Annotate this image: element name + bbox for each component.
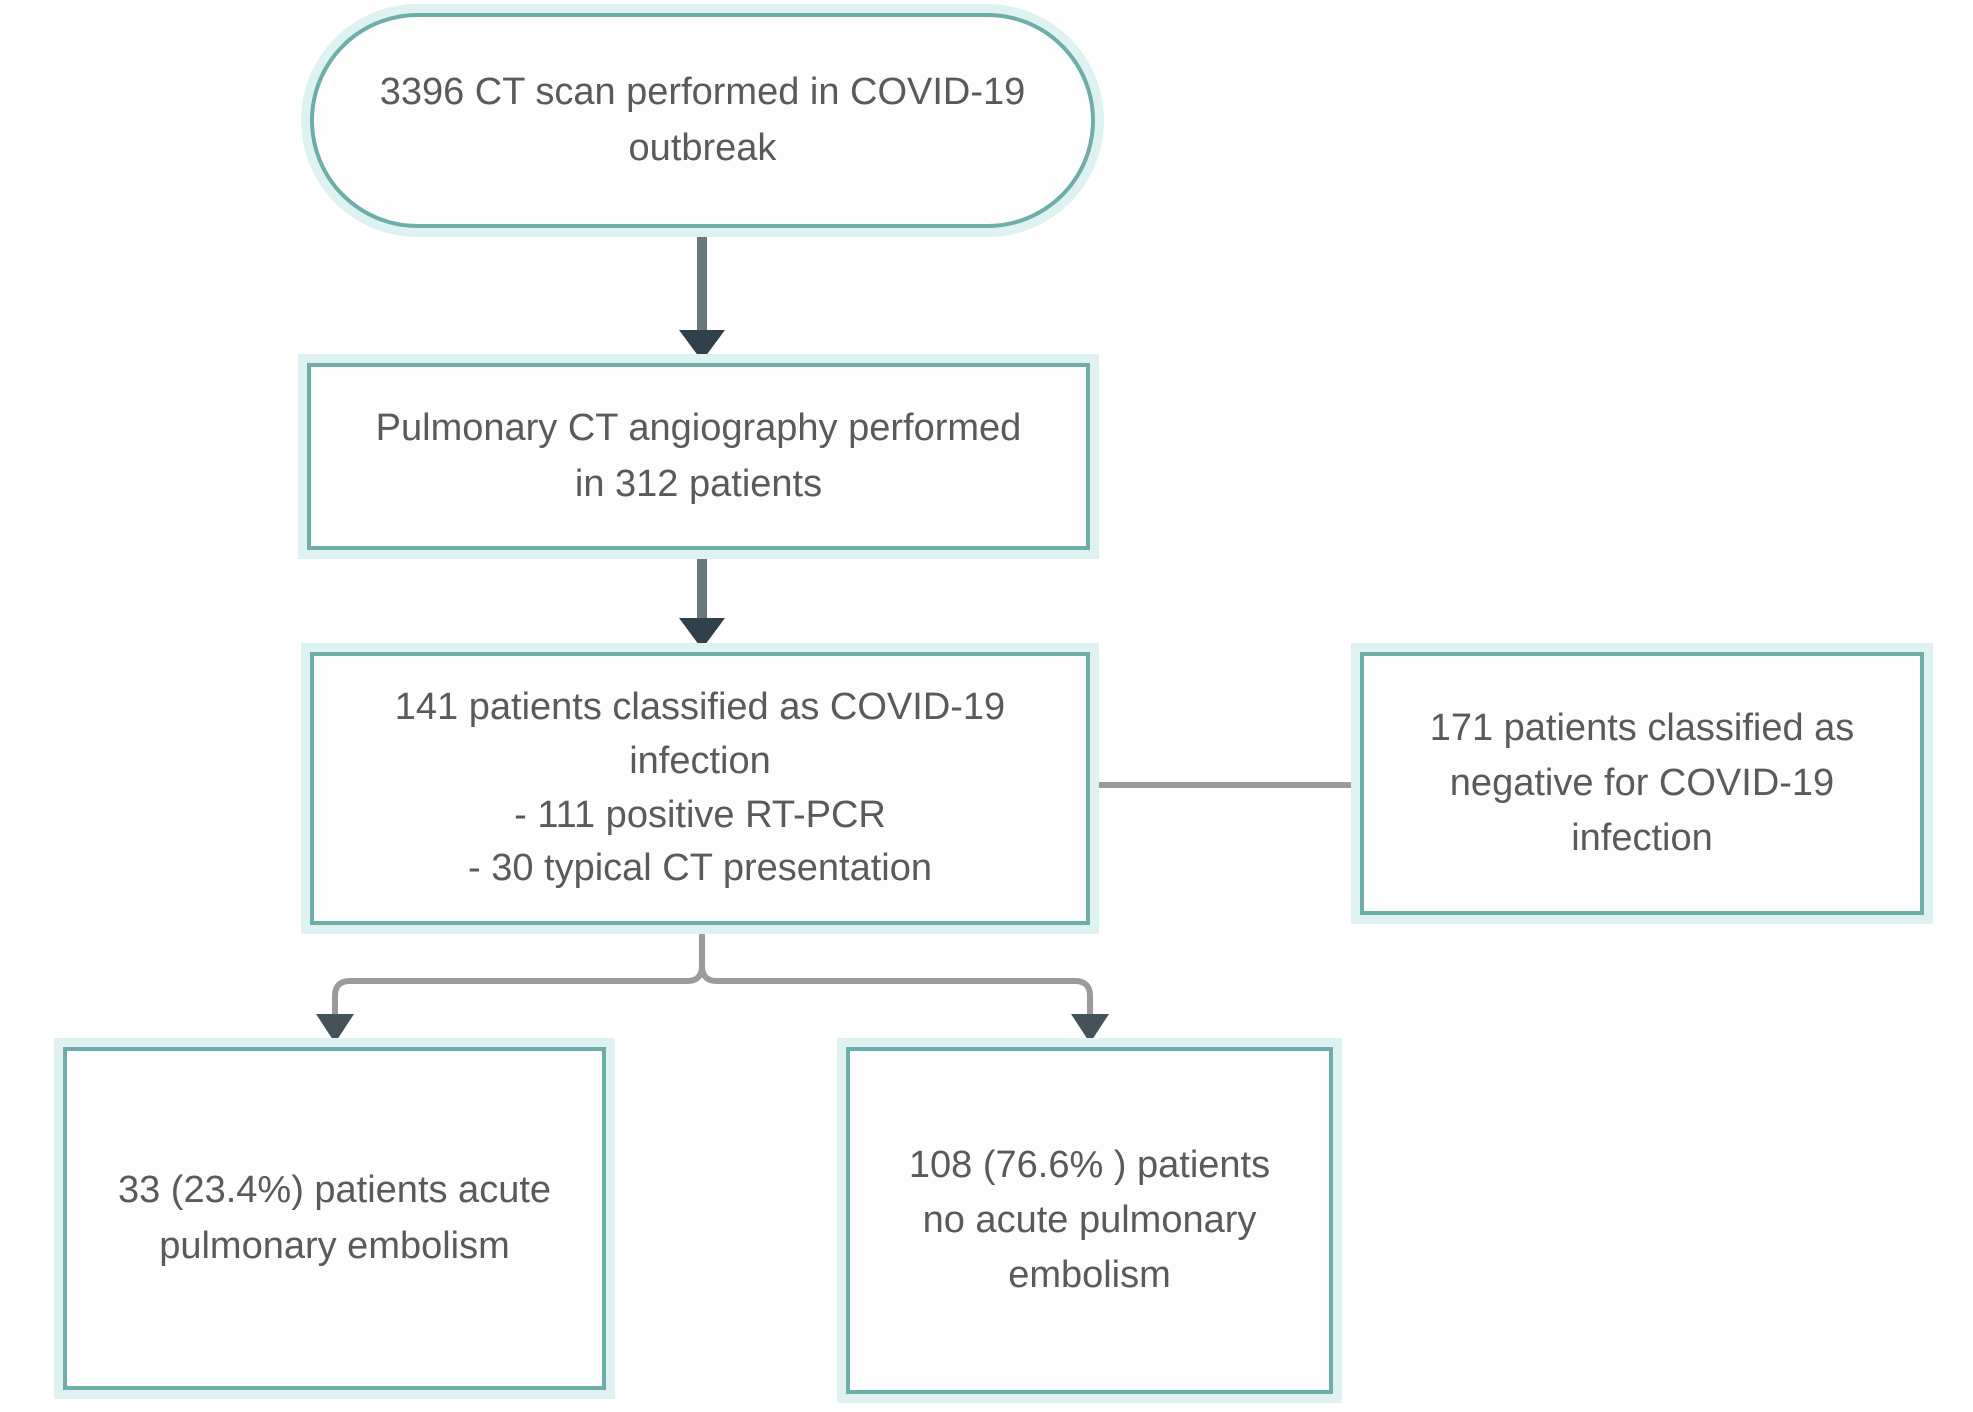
branch-covidpositive-to-noacutepe [699, 925, 1109, 1043]
arrow-ctscans-to-cta [679, 228, 725, 361]
node-covid-positive-text: 141 patients classified as COVID-19 infe… [394, 685, 1006, 890]
node-no-acute-pe-text: 108 (76.6% ) patients no acute pulmonary… [908, 1143, 1271, 1297]
arrow-cta-to-covidpositive [679, 550, 725, 649]
branch-covidpositive-to-acutepe [316, 925, 705, 1043]
node-covid-negative: 171 patients classified as negative for … [1360, 652, 1924, 915]
node-acute-pe-text: 33 (23.4%) patients acute pulmonary embo… [117, 1169, 552, 1267]
node-covid-positive: 141 patients classified as COVID-19 infe… [310, 652, 1090, 925]
node-acute-pe: 33 (23.4%) patients acute pulmonary embo… [63, 1047, 606, 1390]
node-pulmonary-cta-text: Pulmonary CT angiography performed in 31… [375, 407, 1022, 505]
node-covid-negative-text: 171 patients classified as negative for … [1429, 706, 1855, 860]
node-ct-scans-text: 3396 CT scan performed in COVID-19 outbr… [379, 71, 1026, 169]
node-ct-scans: 3396 CT scan performed in COVID-19 outbr… [310, 13, 1095, 228]
node-pulmonary-cta: Pulmonary CT angiography performed in 31… [307, 363, 1090, 550]
node-no-acute-pe: 108 (76.6% ) patients no acute pulmonary… [846, 1047, 1333, 1394]
